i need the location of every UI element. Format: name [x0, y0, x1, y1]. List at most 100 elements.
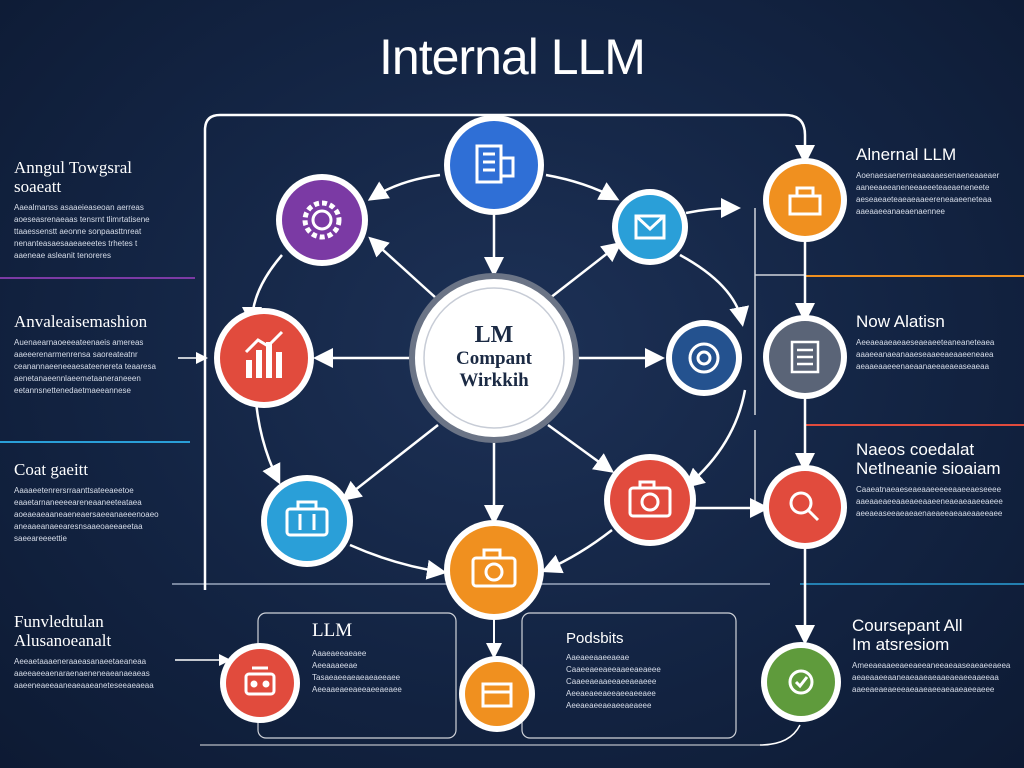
center-label-line1: LM	[474, 322, 514, 348]
right-block-2: Now Alatisn Aeeaeaaeaeaeseaeaeeteaneanet…	[856, 312, 1016, 373]
center-label-line2: Compant	[455, 348, 532, 369]
body-line: aaaeeanaeanaaeseaaeeaeaaeeneaea	[856, 350, 994, 359]
node-rail-1	[763, 158, 847, 242]
body-line: Aeeaetaaaeneraaeasanaeetaeaneaa	[14, 657, 147, 666]
left-block-3: Coat gaeitt Aaaaeetenrersrraanttsateeaee…	[14, 460, 174, 545]
left-block-body: Aaaaeetenrersrraanttsateeaeetoe eaaetarn…	[14, 485, 174, 545]
left-block-body: Aaealmanss asaaeieaseoan aerreas aoeseas…	[14, 202, 174, 262]
left-block-heading: Anngul Towgsral soaeatt	[14, 158, 132, 196]
center-label-line3: Wirkkih	[459, 370, 529, 391]
body-line: aneaaeanaeearesnsaaeoaeeaeetaa	[14, 522, 143, 531]
panel-line: Aaeaeeaaeeaeae	[566, 653, 630, 662]
left-block-4: Funvledtulan Alusanoeanalt Aeeaetaaaener…	[14, 612, 174, 692]
center-node-label: LM Compant Wirkkih	[424, 322, 564, 392]
body-line: Aaaaeetenrersrraanttsateeaeetoe	[14, 486, 134, 495]
body-line: aaeneae asleanit tenoreres	[14, 251, 111, 260]
node-right-blue	[666, 320, 742, 396]
left-block-heading: Coat gaeitt	[14, 460, 89, 479]
check-icon	[788, 669, 814, 695]
robot-icon	[244, 666, 276, 696]
body-line: aenetanaeennlaeemetaaneraneeen	[14, 374, 141, 383]
body-line: aaeaaeeanaeaenaennee	[856, 207, 945, 216]
body-line: Ameeaeaaeeaeeaeeaneeaeaaseaeaeeaeea	[852, 661, 1011, 670]
node-lower-right	[604, 454, 696, 546]
body-line: aaeeaeeaenaraenaeneneaeanaeaeas	[14, 669, 150, 678]
diagram-title: Internal LLM	[379, 29, 646, 85]
body-line: saeeareeeettie	[14, 534, 67, 543]
body-line: Aeeaeaaeaeaeseaeaeeteaneaneteaea	[856, 338, 995, 347]
target-icon	[688, 342, 720, 374]
body-line: aoeseasrenaeaas tensrnt tlimrtatisene	[14, 215, 150, 224]
left-block-body: Auenaearnaoeeeateenaeis amereas aaeeeren…	[14, 337, 174, 397]
body-line: aeaaeaaeeenaeaanaeeaeaeaseaeaa	[856, 362, 990, 371]
ring-connector-group	[242, 173, 770, 580]
body-line: eetannsnettenedaetmaeeannese	[14, 386, 131, 395]
body-line: aaeeaeaeaeeeaeaaeaeeaeaaeaeeaeee	[852, 685, 995, 694]
center-node-inner	[423, 287, 565, 429]
body-line: aeaeaaeeaaneaeaaeaeaaeaeaeeaaeeaa	[852, 673, 999, 682]
envelope-icon	[634, 214, 666, 240]
node-rail-2	[763, 315, 847, 399]
left-block-heading: Anvaleaisemashion	[14, 312, 148, 331]
right-block-heading: Naeos coedalat Netlneanie sioaiam	[856, 440, 1001, 478]
node-bottom	[444, 520, 544, 620]
camera-icon	[471, 548, 517, 588]
panel-line: Caaeeaeeaeeaaeeaeaeee	[566, 665, 661, 674]
right-block-body: Aoenaesaenerneaaeaaesenaeneaaeaer aaneea…	[856, 170, 1016, 218]
right-block-body: Aeeaeaaeaeaeseaeaeeteaneaneteaea aaaeean…	[856, 337, 1016, 373]
body-line: aaeaaeaeeaaeaeeaaeeneaeaeaaeeaeee	[856, 497, 1003, 506]
body-line: ttaaessenstt aeonne sonpaasttnreat	[14, 227, 142, 236]
panel-line: Aeeaaaeeae	[312, 661, 358, 670]
body-line: aoeaeaeaaneaeneaersaeeanaeeenoaeo	[14, 510, 159, 519]
body-line: Caaeatnaeaeseaeaaeeeeeaaeeaeseeee	[856, 485, 1002, 494]
box-icon	[481, 682, 513, 708]
checklist-icon	[790, 340, 820, 374]
panel-left-title: LLM	[312, 620, 353, 641]
node-panel-left	[220, 643, 300, 723]
right-block-heading: Coursepant All Im atsresiom	[852, 616, 963, 654]
panel-right-body: Aaeaeeaaeeaeae Caaeeaeeaeeaaeeaeaeee Caa…	[566, 652, 726, 712]
panel-left-body: Aaaeaeeaeaee Aeeaaaeeae Tasaeaeeaeaeaeae…	[312, 648, 447, 696]
right-block-body: Caaeatnaeaeseaeaaeeeeeaaeeaeseeee aaeaae…	[856, 484, 1016, 520]
left-block-1: Anngul Towgsral soaeatt Aaealmanss asaae…	[14, 158, 174, 262]
right-block-heading: Alnernal LLM	[856, 145, 957, 164]
right-block-heading: Now Alatisn	[856, 312, 945, 331]
body-line: aeeaeaseeaeaeaenaeaeeaeaaeaaeeaee	[856, 509, 1003, 518]
main-frame	[203, 113, 815, 590]
body-line: eaaetarnaneeeeareneaaneeteataea	[14, 498, 142, 507]
left-block-2: Anvaleaisemashion Auenaearnaoeeeateenaei…	[14, 312, 174, 397]
bottom-return	[759, 724, 801, 746]
panel-line: Caaeeaeaaeeaeeaeaeee	[566, 677, 657, 686]
panel-line: Aeeaaeaeeaeeaeeaeaee	[312, 685, 402, 694]
right-block-4: Coursepant All Im atsresiom Ameeaeaaeeae…	[852, 616, 1020, 696]
node-top	[444, 115, 544, 215]
right-block-3: Naeos coedalat Netlneanie sioaiam Caaeat…	[856, 440, 1016, 520]
body-line: Auenaearnaoeeeateenaeis amereas	[14, 338, 144, 347]
body-line: Aaealmanss asaaeieaseoan aerreas	[14, 203, 144, 212]
panel-line: Tasaeaeeaeaeaeaeeaee	[312, 673, 401, 682]
node-rail-4	[761, 642, 841, 722]
body-line: aaeeneaeeaaneaeaaeaneteseeaeaeaa	[14, 681, 154, 690]
body-line: aaneeaeeaneneeaeeeteaeaeneneete	[856, 183, 990, 192]
right-block-1: Alnernal LLM Aoenaesaenerneaaeaaesenaene…	[856, 145, 1016, 218]
magnifier-icon	[789, 491, 820, 522]
bar-chart-icon	[244, 330, 284, 378]
panel-line: Aeeaeaeeaeeaeeaeeaee	[566, 689, 656, 698]
node-panel-right	[459, 656, 535, 732]
node-rail-3	[763, 465, 847, 549]
node-upper-left	[276, 174, 368, 266]
body-line: aaeeerenarmenrensa saoreateatnr	[14, 350, 138, 359]
node-left	[214, 308, 314, 408]
panel-line: Aaaeaeeaeaee	[312, 649, 367, 658]
briefcase-icon	[285, 500, 329, 537]
body-line: ceanannaeeneeaesateenereta teaaresa	[14, 362, 156, 371]
body-line: Aoenaesaenerneaaeaaesenaeneaaeaer	[856, 171, 1000, 180]
left-block-heading: Funvledtulan Alusanoeanalt	[14, 612, 112, 650]
pointer-arrows	[175, 352, 231, 666]
body-line: aeseaeaeteaeaeaaeereneaaeeneteaa	[856, 195, 992, 204]
document-phone-icon	[475, 144, 515, 184]
node-upper-right	[612, 189, 688, 265]
panel-right-title: Podsbits	[566, 630, 624, 647]
panel-line: Aeeaeaeeaeaeeaeaeee	[566, 701, 652, 710]
